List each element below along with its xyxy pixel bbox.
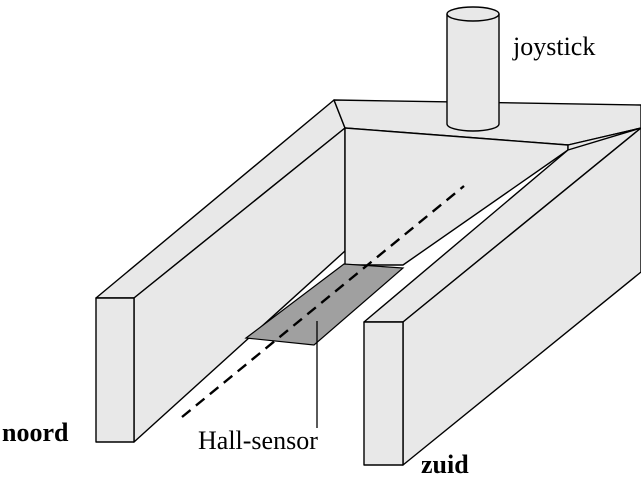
back-wall-inner-face — [344, 127, 569, 266]
right-arm-front-face — [363, 321, 404, 466]
magnet-axis-dashed-line — [181, 185, 465, 418]
left-arm-front-face — [95, 297, 135, 443]
hall-sensor-label: Hall-sensor — [198, 426, 318, 455]
joystick-bottom-edge — [446, 123, 500, 132]
zuid-label: zuid — [421, 450, 469, 479]
hall-sensor-plate — [244, 263, 405, 346]
joystick-cylinder — [446, 6, 500, 132]
joystick-label: joystick — [513, 32, 596, 61]
noord-label: noord — [2, 418, 69, 447]
left-arm-inner-face — [133, 127, 346, 443]
joystick-top — [446, 6, 500, 22]
joystick-body — [447, 14, 499, 124]
